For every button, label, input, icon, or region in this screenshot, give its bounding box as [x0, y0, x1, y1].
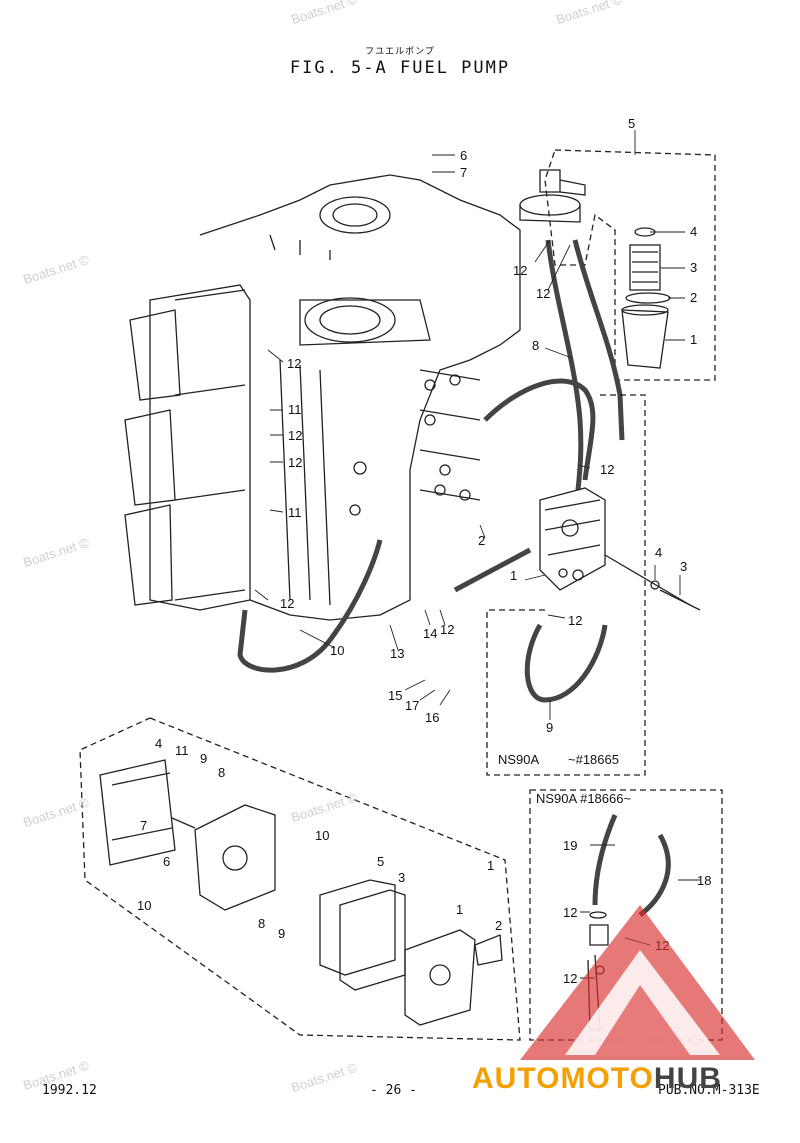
callout-19: 19 [563, 838, 577, 853]
callout-12: 12 [287, 356, 301, 371]
callout-3: 3 [690, 260, 697, 275]
callout-15: 15 [388, 688, 402, 703]
callout-12: 12 [536, 286, 550, 301]
callout-2: 2 [495, 918, 502, 933]
callout-10: 10 [315, 828, 329, 843]
callout-10: 10 [137, 898, 151, 913]
callout-2: 2 [690, 290, 697, 305]
callout-2: 2 [478, 533, 485, 548]
callout-4: 4 [655, 545, 662, 560]
callout-8: 8 [258, 916, 265, 931]
callout-4: 4 [155, 736, 162, 751]
callout-12: 12 [440, 622, 454, 637]
callout-16: 16 [425, 710, 439, 725]
callout-1: 1 [510, 568, 517, 583]
callout-18: 18 [697, 873, 711, 888]
footer-date: 1992.12 [42, 1083, 97, 1098]
automotohub-logo: AUTOMOTOHUB [472, 1062, 722, 1096]
callout-8: 8 [218, 765, 225, 780]
fuel-pump [539, 487, 701, 611]
callout-12: 12 [568, 613, 582, 628]
callout-6: 6 [460, 148, 467, 163]
callout-7: 7 [140, 818, 147, 833]
callout-13: 13 [390, 646, 404, 661]
ns90a-early-frame [486, 394, 646, 776]
ns90a-early-label: NS90A [498, 752, 540, 767]
callout-1: 1 [487, 858, 494, 873]
ns90a-early-serial: ~#18665 [568, 752, 619, 767]
callout-12: 12 [513, 263, 527, 278]
callout-3: 3 [398, 870, 405, 885]
callout-5: 5 [377, 854, 384, 869]
leader-lines [254, 130, 700, 979]
callout-12: 12 [563, 905, 577, 920]
callout-14: 14 [423, 626, 437, 641]
callout-11: 11 [288, 402, 302, 417]
callout-10: 10 [330, 643, 344, 658]
callout-12: 12 [288, 455, 302, 470]
callout-9: 9 [278, 926, 285, 941]
footer-page-number: - 26 - [370, 1083, 417, 1098]
pump-exploded-view [79, 717, 521, 1041]
brand-part2: HUB [653, 1062, 722, 1095]
callout-12: 12 [288, 428, 302, 443]
page-title: FIG. 5-A FUEL PUMP [289, 58, 511, 78]
callout-17: 17 [405, 698, 419, 713]
page-subtitle-kana: フユエルポンプ [365, 47, 435, 57]
callout-4: 4 [690, 224, 697, 239]
callouts: 6 7 5 4 3 2 1 12 12 8 12 11 12 12 11 12 … [137, 116, 711, 986]
callout-12: 12 [563, 971, 577, 986]
brand-part1: AUTOMOTO [472, 1062, 654, 1095]
callout-11: 11 [175, 743, 189, 758]
callout-5: 5 [628, 116, 635, 131]
callout-3: 3 [680, 559, 687, 574]
callout-9: 9 [200, 751, 207, 766]
hoses [237, 239, 671, 917]
callout-9: 9 [546, 720, 553, 735]
callout-6: 6 [163, 854, 170, 869]
callout-12: 12 [600, 462, 614, 477]
automotohub-logo-triangle [520, 905, 755, 1060]
callout-7: 7 [460, 165, 467, 180]
callout-1: 1 [456, 902, 463, 917]
callout-1: 1 [690, 332, 697, 347]
callout-8: 8 [532, 338, 539, 353]
engine-block [124, 174, 521, 621]
callout-12: 12 [280, 596, 294, 611]
ns90a-late-label: NS90A #18666~ [536, 791, 631, 806]
callout-11: 11 [288, 505, 302, 520]
footer-pub-no: PUB.NO.M-313E [658, 1083, 760, 1098]
